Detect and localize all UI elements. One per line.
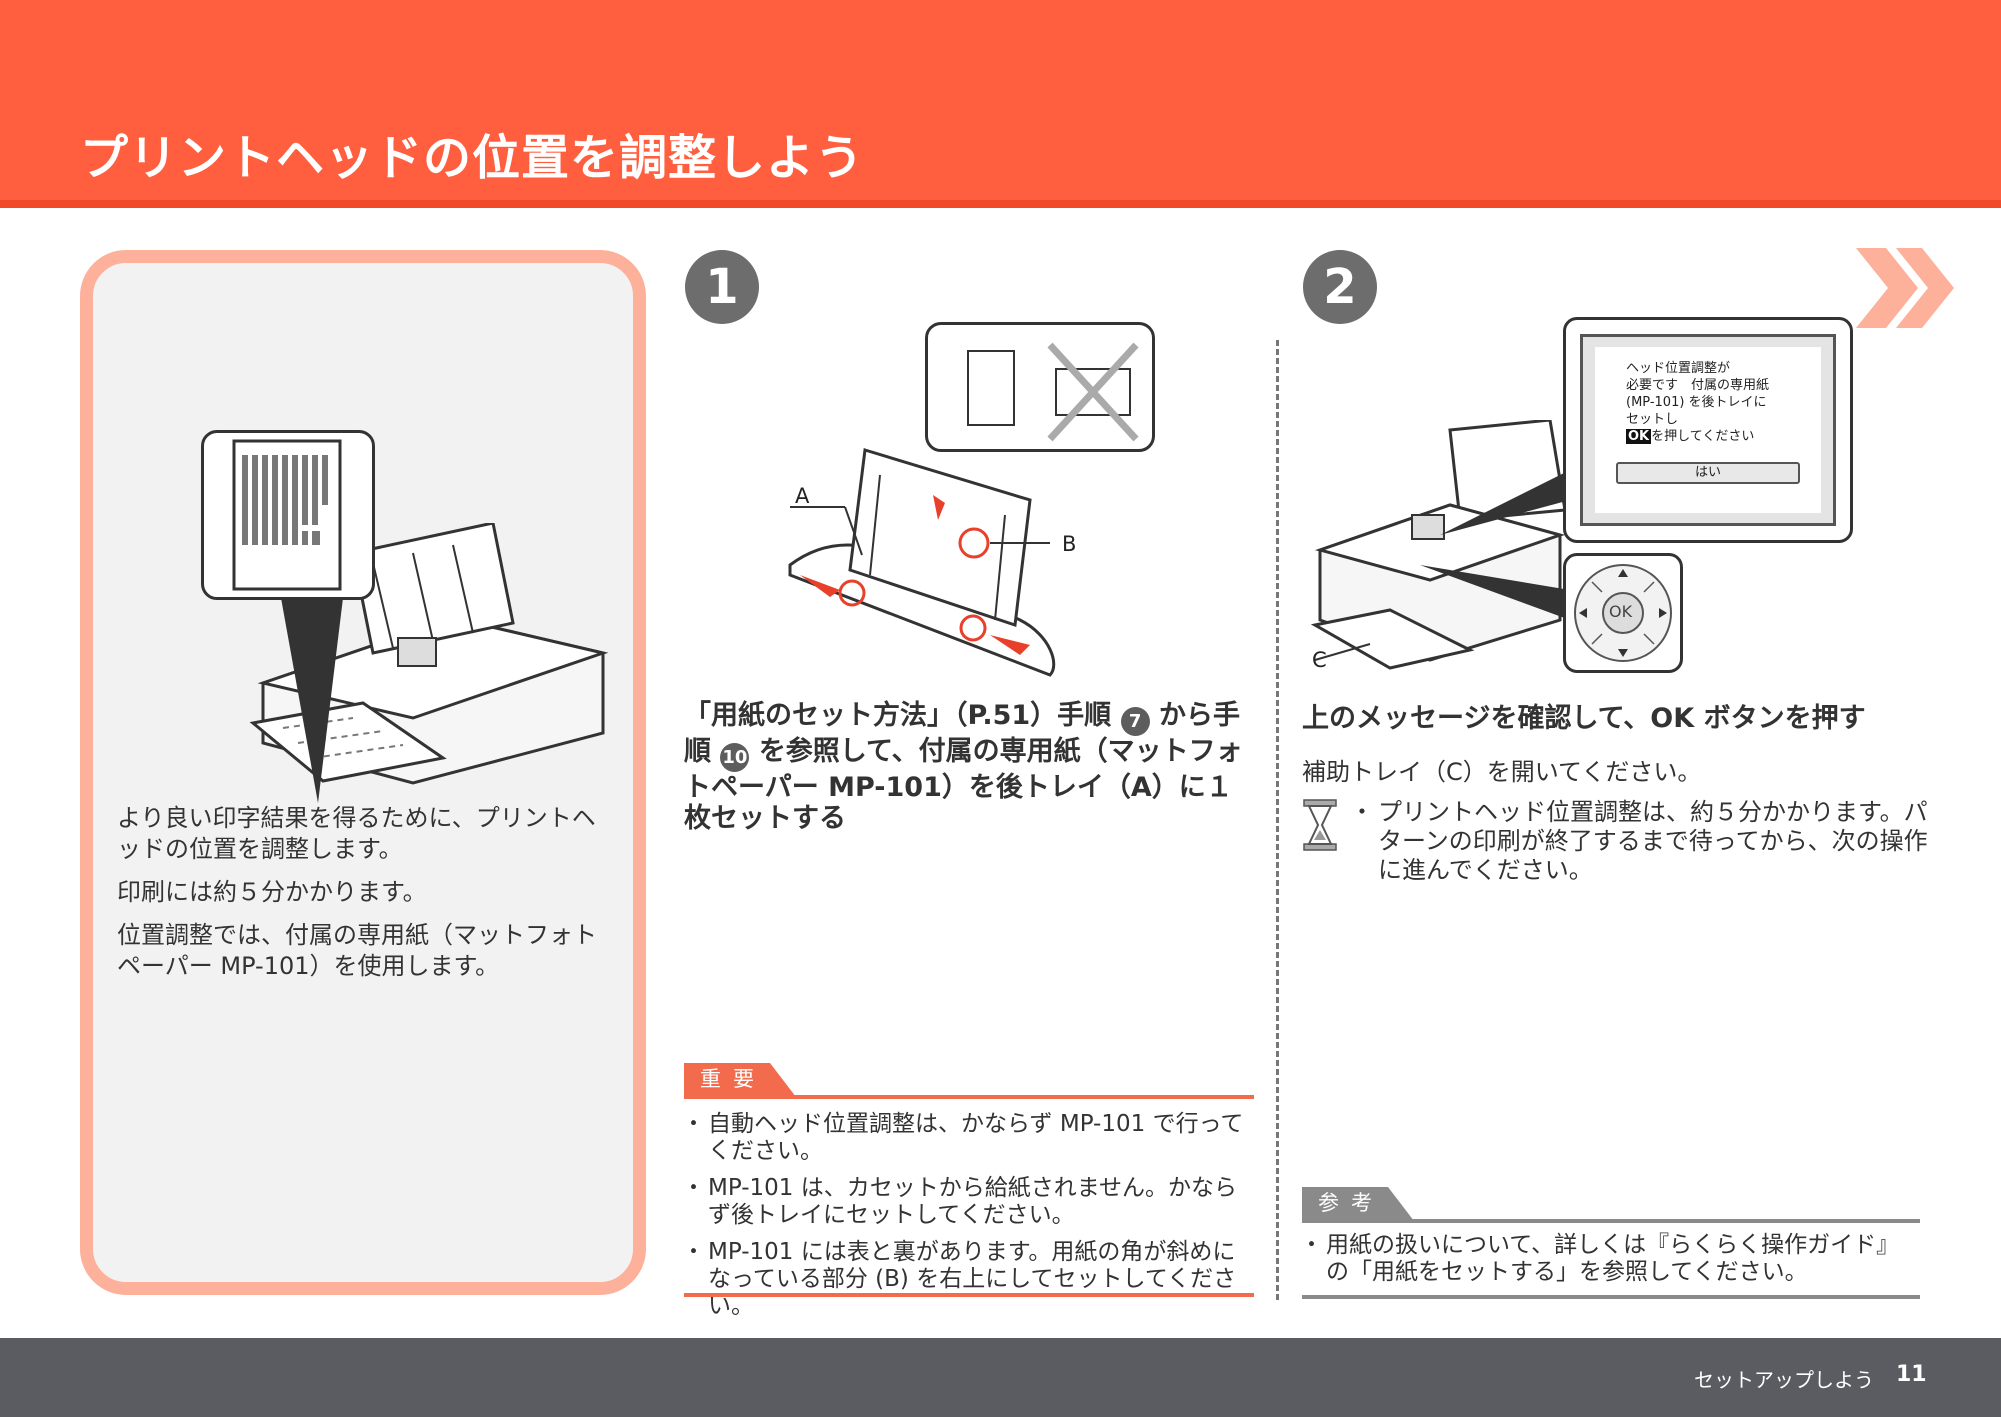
step-1-heading: 「用紙のセット方法」（P.51）手順 7 から手順 10 を参照して、付属の専用… xyxy=(684,700,1244,834)
step-1-badge: 1 xyxy=(685,250,759,324)
lcd-yes-button[interactable]: はい xyxy=(1616,462,1800,484)
page-footer: セットアップしよう 11 xyxy=(0,1338,2001,1417)
step-1-heading-text: から手順 xyxy=(684,700,1240,767)
intro-paragraph: 印刷には約５分かかります。 xyxy=(117,878,427,906)
dpad-icon xyxy=(1574,564,1672,662)
rear-tray-illustration xyxy=(788,448,1056,677)
list-item: 用紙の扱いについて、詳しくは『らくらく操作ガイド』の「用紙をセットする」を参照し… xyxy=(1300,1232,1920,1286)
pattern-sheet-icon xyxy=(232,439,342,591)
header-rule xyxy=(0,200,2001,208)
page-title: プリントヘッドの位置を調整しよう xyxy=(80,130,865,186)
step-2-subtext: 補助トレイ（C）を開いてください。 xyxy=(1302,758,1702,786)
paper-orientation-icon xyxy=(967,342,1139,442)
lcd-line: 必要です 付属の専用紙 xyxy=(1626,378,1770,393)
ok-button[interactable]: OK xyxy=(1609,602,1633,621)
reference-tag-shape xyxy=(1302,1187,1414,1221)
list-item: 自動ヘッド位置調整は、かならず MP-101 で行ってください。 xyxy=(682,1111,1254,1165)
list-item: MP-101 は、カセットから給紙されません。かならず後トレイにセットしてくださ… xyxy=(682,1175,1254,1229)
lcd-line: ヘッド位置調整が xyxy=(1626,361,1731,376)
hourglass-icon xyxy=(1303,799,1337,851)
callout-b-label: B xyxy=(1062,532,1077,556)
printer-illustration xyxy=(249,523,609,785)
ok-button-zoom xyxy=(1563,553,1683,673)
callout-c-label: C xyxy=(1312,648,1327,672)
important-notebox: 重要 自動ヘッド位置調整は、かならず MP-101 で行ってください。 MP-1… xyxy=(682,1063,1254,1319)
next-page-chevron-icon xyxy=(1856,248,1954,328)
page-number: 11 xyxy=(1896,1362,1927,1387)
intro-text: より良い印字結果を得るために、プリントヘッドの位置を調整します。 印刷には約５分… xyxy=(117,803,617,994)
callout-a-label: A xyxy=(795,484,810,508)
reference-list: 用紙の扱いについて、詳しくは『らくらく操作ガイド』の「用紙をセットする」を参照し… xyxy=(1300,1232,1920,1296)
list-item: プリントヘッド位置調整は、約５分かかります。パターンの印刷が終了するまで待ってか… xyxy=(1350,798,1932,885)
lcd-message: ヘッド位置調整が 必要です 付属の専用紙 (MP-101) を後トレイに セット… xyxy=(1626,360,1816,445)
tip-list: プリントヘッド位置調整は、約５分かかります。パターンの印刷が終了するまで待ってか… xyxy=(1350,798,1932,885)
step-ref-badge: 7 xyxy=(1120,707,1150,736)
reference-notebox: 参考 用紙の扱いについて、詳しくは『らくらく操作ガイド』の「用紙をセットする」を… xyxy=(1300,1187,1920,1302)
step-1-heading-text: 「用紙のセット方法」（P.51）手順 xyxy=(684,700,1112,731)
lcd-ok-tag: OK xyxy=(1626,429,1652,444)
lcd-line: (MP-101) を後トレイに xyxy=(1626,395,1767,410)
important-list: 自動ヘッド位置調整は、かならず MP-101 で行ってください。 MP-101 … xyxy=(682,1111,1254,1330)
ok-pointer xyxy=(1420,565,1570,620)
footer-section-label: セットアップしよう xyxy=(1694,1368,1874,1392)
list-item: MP-101 には表と裏があります。用紙の角が斜めになっている部分 (B) を右… xyxy=(682,1239,1254,1320)
intro-paragraph: 位置調整では、付属の専用紙（マットフォトペーパー MP-101）を使用します。 xyxy=(117,921,597,980)
important-tag-shape xyxy=(684,1063,796,1097)
intro-panel: より良い印字結果を得るために、プリントヘッドの位置を調整します。 印刷には約５分… xyxy=(80,250,646,1295)
zoom-pointer xyxy=(281,598,343,803)
important-rule xyxy=(684,1095,1254,1099)
step-2-tip: プリントヘッド位置調整は、約５分かかります。パターンの印刷が終了するまで待ってか… xyxy=(1302,798,1928,898)
reference-bottom-rule xyxy=(1302,1295,1920,1299)
lcd-line-text: を押してください xyxy=(1651,429,1755,444)
step-2-heading: 上のメッセージを確認して、OK ボタンを押す xyxy=(1302,703,1866,734)
step-1-heading-text: を参照して、付属の専用紙（マットフォトペーパー MP-101）を後トレイ（A）に… xyxy=(684,736,1243,834)
lcd-zoom-box xyxy=(1563,317,1853,543)
pattern-sheet-zoom xyxy=(201,430,375,600)
lcd-line: セットし xyxy=(1626,412,1679,427)
step-ref-badge: 10 xyxy=(720,743,750,772)
reference-tag: 参考 xyxy=(1318,1191,1384,1215)
step-2-badge: 2 xyxy=(1303,250,1377,324)
important-tag: 重要 xyxy=(700,1067,766,1091)
lcd-pointer xyxy=(1440,470,1570,535)
paper-orientation-box xyxy=(925,322,1155,452)
reference-rule xyxy=(1302,1219,1920,1223)
intro-paragraph: より良い印字結果を得るために、プリントヘッドの位置を調整します。 xyxy=(117,804,596,863)
printer-panel-illustration xyxy=(1310,420,1567,670)
important-bottom-rule xyxy=(684,1293,1254,1297)
column-divider xyxy=(1276,340,1279,1300)
page-header: プリントヘッドの位置を調整しよう xyxy=(0,0,2001,208)
